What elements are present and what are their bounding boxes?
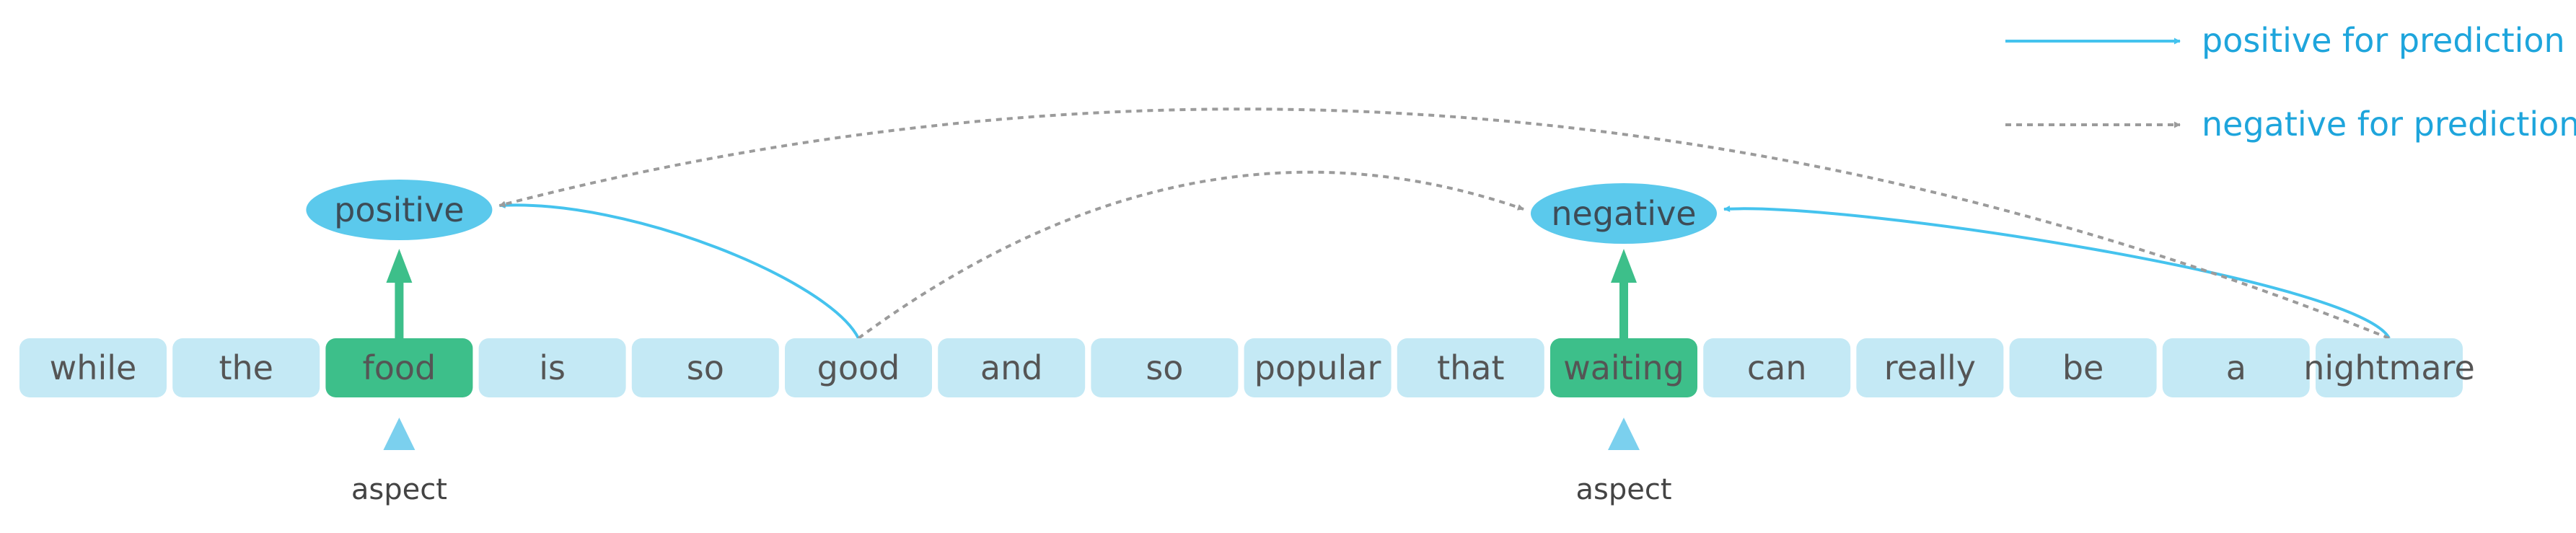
sentiment-nodes: positive negative <box>306 180 1717 244</box>
token-box <box>1856 338 2004 397</box>
positive-relation-arrow <box>498 202 860 339</box>
token-a: a <box>2162 338 2310 397</box>
aspect-up-arrowhead <box>386 249 413 283</box>
positive-relation-arrow <box>1723 206 2391 339</box>
aspect-label: aspect <box>1575 473 1671 506</box>
token-label: so <box>687 348 724 387</box>
token-label: while <box>50 348 137 387</box>
token-label: good <box>817 348 900 387</box>
aspect-marker: aspect <box>351 249 447 506</box>
token-be: be <box>2009 338 2157 397</box>
token-good: good <box>785 338 932 397</box>
aspect-pointer-icon <box>1608 418 1640 450</box>
legend-item-negative: negative for prediction <box>2005 105 2576 144</box>
token-is: is <box>478 338 626 397</box>
token-label: nightmare <box>2303 348 2475 387</box>
aspect-pointer-icon <box>383 418 416 450</box>
token-label: food <box>363 348 436 387</box>
token-label: waiting <box>1563 348 1684 387</box>
legend-item-positive: positive for prediction <box>2005 21 2565 60</box>
token-label: so <box>1146 348 1183 387</box>
token-label: a <box>2226 348 2246 387</box>
aspect-up-arrowhead <box>1611 249 1637 283</box>
token-box <box>19 338 167 397</box>
token-label: is <box>539 348 566 387</box>
token-label: that <box>1437 348 1504 387</box>
sentiment-label: positive <box>334 190 464 229</box>
token-label: popular <box>1254 348 1381 387</box>
aspect-marker: aspect <box>1575 249 1672 506</box>
token-popular: popular <box>1244 338 1392 397</box>
token-box <box>2316 338 2463 397</box>
token-so: so <box>1091 338 1239 397</box>
token-while: while <box>19 338 167 397</box>
negative-relation-arrow <box>857 170 1524 340</box>
legend-label-negative: negative for prediction <box>2202 105 2576 144</box>
sentiment-node-positive: positive <box>306 180 493 240</box>
token-nightmare: nightmare <box>2303 338 2475 397</box>
sentiment-ellipse <box>306 180 493 240</box>
token-that: that <box>1397 338 1544 397</box>
token-box <box>1397 338 1544 397</box>
token-box <box>631 338 779 397</box>
token-the: the <box>172 338 320 397</box>
token-really: really <box>1856 338 2004 397</box>
token-so: so <box>631 338 779 397</box>
token-label: really <box>1884 348 1976 387</box>
token-box <box>785 338 932 397</box>
aspect-token-box <box>325 338 473 397</box>
aspect-up-shaft <box>395 281 404 340</box>
token-and: and <box>938 338 1086 397</box>
negative-relation-arrow <box>498 107 2390 340</box>
sentiment-node-negative: negative <box>1531 183 1717 244</box>
legend-label-positive: positive for prediction <box>2202 21 2565 60</box>
token-box <box>1091 338 1239 397</box>
token-box <box>1244 338 1392 397</box>
token-food: food <box>325 338 473 397</box>
token-label: the <box>219 348 273 387</box>
token-waiting: waiting <box>1550 338 1697 397</box>
token-can: can <box>1703 338 1851 397</box>
token-box <box>938 338 1086 397</box>
token-box <box>478 338 626 397</box>
aspect-markers: aspect aspect <box>351 249 1672 506</box>
aspect-up-shaft <box>1619 281 1628 340</box>
token-box <box>2009 338 2157 397</box>
token-label: be <box>2062 348 2104 387</box>
aspect-token-box <box>1550 338 1697 397</box>
aspect-label: aspect <box>351 473 447 506</box>
legend: positive for prediction negative for pred… <box>2005 21 2576 144</box>
token-box <box>172 338 320 397</box>
token-box <box>1703 338 1851 397</box>
token-label: can <box>1747 348 1807 387</box>
sentiment-ellipse <box>1531 183 1717 244</box>
token-sequence: while the food is so good and so popular that wait… <box>19 338 2475 397</box>
token-label: and <box>980 348 1043 387</box>
sentiment-label: negative <box>1551 194 1696 233</box>
token-box <box>2162 338 2310 397</box>
relation-arcs <box>498 107 2391 340</box>
